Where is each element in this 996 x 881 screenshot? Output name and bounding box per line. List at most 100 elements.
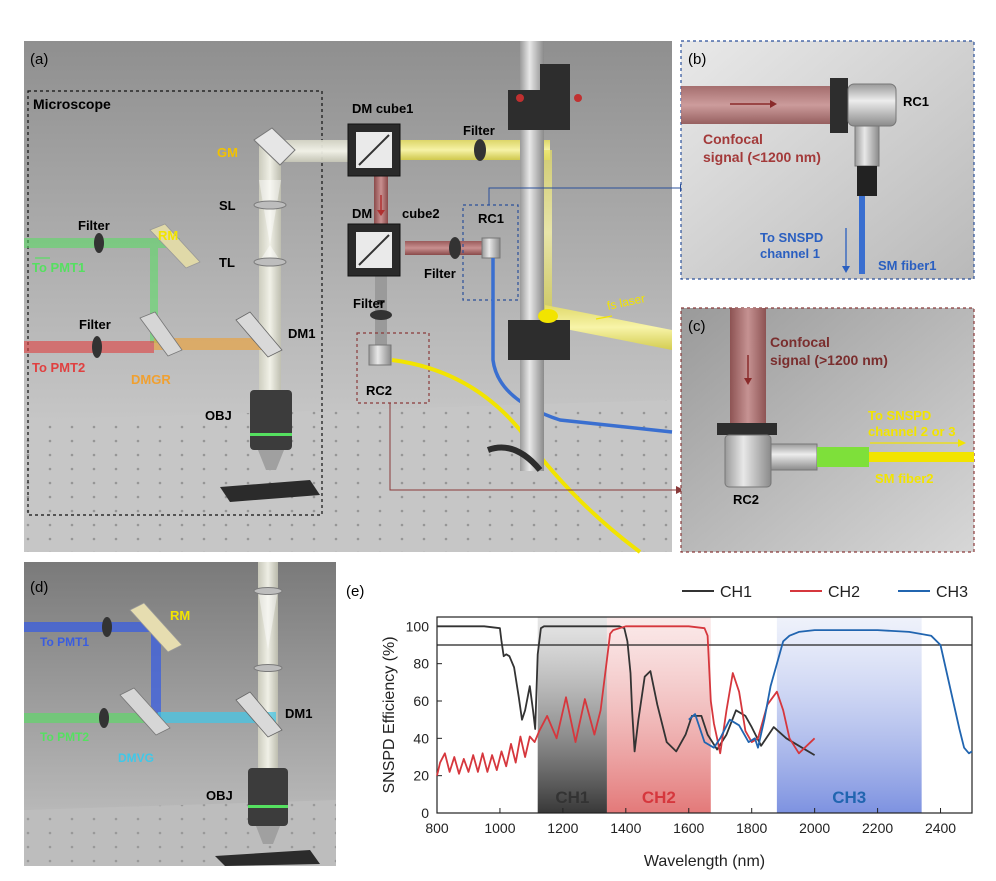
sl-lens [253, 200, 287, 210]
x-tick-label-1400: 1400 [610, 820, 641, 836]
panel-d-focus [258, 590, 278, 650]
y-tick-label-100: 100 [406, 618, 430, 634]
rc1-fiber [859, 196, 865, 274]
y-tick-label-80: 80 [413, 656, 429, 672]
panel-c-fiber-label: SM fiber2 [875, 471, 934, 486]
rm-label: RM [158, 228, 178, 243]
panel-b-down-arrow-head [842, 266, 850, 273]
panel-c-tag: (c) [688, 318, 706, 335]
lower-mount [508, 320, 570, 360]
y-tick-label-40: 40 [413, 730, 429, 746]
sl-label: SL [219, 198, 236, 213]
legend-label-ch3: CH3 [936, 584, 968, 601]
objective-body [250, 390, 292, 450]
rc2-box [356, 332, 430, 404]
red-beam-to-rc1 [405, 241, 490, 255]
panel-a-tag: (a) [30, 51, 48, 68]
to-pmt1-label: To PMT1 [32, 260, 85, 275]
dm-cube1-label: DM cube1 [352, 101, 413, 116]
panel-c-right-arrow-head [958, 439, 966, 447]
rc2-fiber-boot [817, 447, 869, 467]
dm-cube2-label-b: cube2 [402, 206, 440, 221]
panel-d-rm-label: RM [170, 608, 190, 623]
leader-to-b [488, 187, 680, 205]
rc1-body [847, 83, 897, 127]
rc1-fiber-connector [854, 125, 880, 167]
legend-label-ch1: CH1 [720, 584, 752, 601]
band-label-ch3: CH3 [832, 788, 866, 807]
panel-d-sample-plate [215, 850, 320, 866]
panel-d-dm1-label: DM1 [285, 706, 312, 721]
gray-arrow-head [377, 300, 385, 306]
y-tick-label-60: 60 [413, 693, 429, 709]
sm-fiber1-cable [491, 258, 673, 434]
panel-b-rc1-label: RC1 [903, 94, 929, 109]
fs-laser-arrow [595, 315, 613, 320]
panel-b-tag: (b) [688, 51, 706, 68]
x-tick-label-2400: 2400 [925, 820, 956, 836]
filter-rc1-label: Filter [424, 266, 456, 281]
optical-table-holes [24, 400, 672, 552]
panel-b-background [680, 40, 975, 280]
beam-gm-to-cube1 [280, 140, 352, 162]
dm1-mirror [235, 311, 283, 358]
dmvg-label: DMVG [118, 751, 154, 765]
gm-label: GM [217, 145, 238, 160]
dm1-label: DM1 [288, 326, 315, 341]
microscope-box [27, 90, 323, 516]
panel-c-snspd-1: To SNSPD [868, 408, 931, 423]
fs-laser-mirror [538, 309, 558, 323]
leader-to-c-head [676, 486, 684, 494]
panel-d-obj-label: OBJ [206, 788, 233, 803]
y-tick-label-20: 20 [413, 768, 429, 784]
blue-beam-vertical [151, 632, 161, 717]
panel-d-rm-mirror [129, 602, 183, 653]
rc2-fiber-connector [770, 443, 818, 471]
panel-d-objective-ring [248, 805, 288, 808]
gm-mirror [253, 127, 296, 166]
panel-d-to-pmt1: To PMT1 [40, 635, 89, 649]
panel-e-tag: (e) [346, 583, 364, 600]
band-ch3 [776, 617, 922, 813]
obj-label: OBJ [205, 408, 232, 423]
rc1-connector [481, 237, 501, 259]
rc2-fiber [869, 452, 974, 462]
panel-b-confocal-1: Confocal [703, 131, 763, 147]
panel-d-dm1-mirror [235, 691, 283, 738]
red-arrow-head [377, 210, 385, 216]
panel-b-fiber-label: SM fiber1 [878, 258, 937, 273]
band-ch1 [537, 617, 607, 813]
y-tick-label-0: 0 [421, 805, 429, 821]
panel-d-lens-1 [253, 587, 283, 595]
panel-b-beam-arrow-head [770, 100, 777, 108]
filter-pmt1-label: Filter [78, 218, 110, 233]
panel-b-confocal-beam [681, 86, 831, 124]
filter-yellow-label: Filter [463, 123, 495, 138]
dm-cube2-label-a: DM [352, 206, 372, 221]
series-line-ch3 [688, 629, 973, 755]
filter-pmt2 [92, 336, 102, 358]
x-tick-label-1600: 1600 [673, 820, 704, 836]
dm-cube2-mirror [358, 234, 390, 266]
objective-tip [258, 450, 284, 470]
microscope-label: Microscope [33, 96, 111, 112]
series-line-ch2 [436, 625, 816, 776]
orange-beam [154, 338, 262, 350]
panel-d-filter-2 [99, 708, 109, 728]
rc1-box [462, 204, 519, 301]
green-beam-vertical [150, 248, 158, 343]
panel-d-objective [248, 768, 288, 826]
x-axis-label: Wavelength (nm) [644, 853, 765, 870]
panel-c-beam-arrow-head [744, 378, 752, 385]
dmvg-mirror [119, 687, 171, 736]
filter-pmt1 [94, 233, 104, 253]
panel-d-to-pmt2: To PMT2 [40, 730, 89, 744]
filter-pmt2-label: Filter [79, 317, 111, 332]
red-beam-pmt2 [24, 341, 154, 353]
leader-to-c [389, 403, 676, 491]
dmgr-label: DMGR [131, 372, 171, 387]
blue-beam-pmt1 [24, 622, 159, 632]
